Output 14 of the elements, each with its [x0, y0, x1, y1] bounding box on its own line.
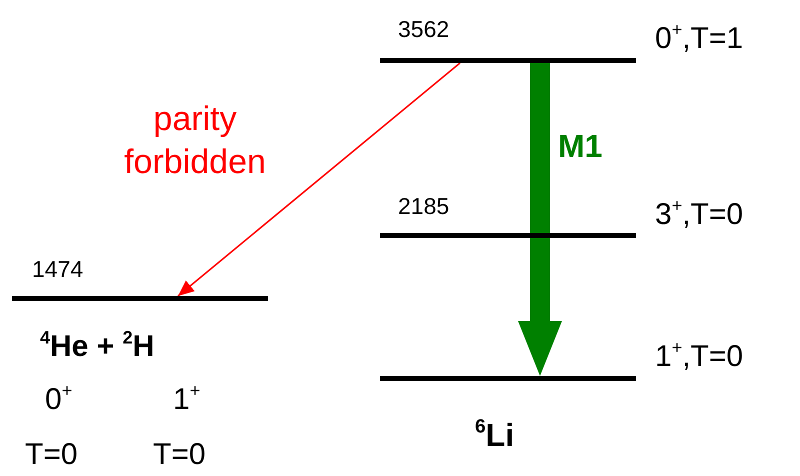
- energy-value: 1474: [32, 256, 84, 282]
- level-label: 0$^{+}$: [45, 383, 72, 417]
- level-label: 3$^{+}$,T=0: [655, 198, 744, 232]
- level-label: 1$^{+}$: [173, 383, 200, 417]
- level-label: 0$^{+}$,T=1: [655, 22, 744, 56]
- edge-label: M1: [558, 128, 602, 165]
- nucleus-label: $^{6}$Li: [475, 418, 514, 452]
- energy-value: 2185: [398, 193, 450, 219]
- level-label: T=0: [153, 438, 206, 472]
- energy-value: 3562: [398, 16, 450, 42]
- nucleus-label: $^{4}$He + $^{2}$H: [40, 330, 154, 364]
- level-label: 1$^{+}$,T=0: [655, 340, 744, 374]
- edge-label: parity forbidden: [123, 99, 267, 182]
- level-label: T=0: [25, 438, 78, 472]
